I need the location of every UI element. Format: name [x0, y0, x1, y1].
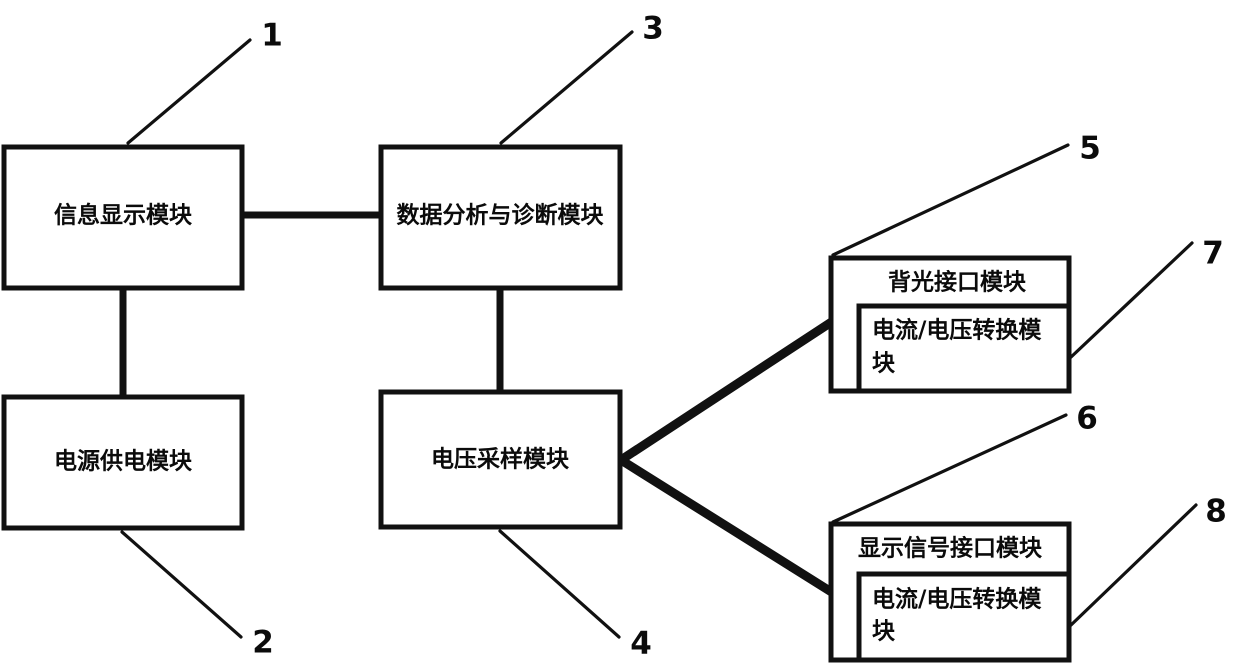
reference-number-6: 6 [1076, 401, 1098, 437]
block-6-label: 显示信号接口模块 [858, 535, 1042, 562]
leader-line-7 [1068, 241, 1194, 360]
leader-line-3 [499, 30, 634, 145]
reference-number-3: 3 [642, 11, 664, 47]
connector-sampling-to-display-signal [616, 455, 838, 598]
block-data-analysis-diagnosis-module[interactable]: 数据分析与诊断模块 [378, 144, 623, 291]
reference-numeral-layer: 1 3 5 7 2 4 6 8 [252, 11, 1227, 662]
block-4-outline[interactable] [378, 389, 623, 530]
block-1-outline[interactable] [1, 144, 245, 291]
block-8-label-line-2: 块 [872, 619, 895, 645]
block-5-label: 背光接口模块 [888, 270, 1026, 296]
block-3-outline[interactable] [378, 144, 623, 291]
reference-number-5: 5 [1079, 131, 1101, 167]
leader-line-layer [120, 30, 1198, 639]
block-1-label: 信息显示模块 [54, 202, 192, 229]
block-7-label-line-2: 块 [872, 351, 895, 377]
leader-line-1 [126, 38, 252, 145]
reference-number-8: 8 [1205, 494, 1227, 530]
block-voltage-sampling-module[interactable]: 电压采样模块 [378, 389, 623, 530]
connector-layer [119, 211, 838, 598]
leader-line-2 [120, 530, 243, 639]
connector-sampling-to-backlight [616, 316, 838, 465]
reference-number-7: 7 [1202, 236, 1224, 272]
block-information-display-module[interactable]: 信息显示模块 [1, 144, 245, 291]
block-3-label: 数据分析与诊断模块 [397, 202, 604, 229]
block-7-label-line-1: 电流/电压转换模 [872, 317, 1042, 344]
reference-number-4: 4 [630, 626, 652, 662]
block-backlight-current-voltage-conversion-module[interactable]: 电流/电压转换模 块 [856, 303, 1072, 394]
leader-line-4 [498, 529, 621, 639]
leader-line-6 [831, 413, 1068, 524]
block-4-label: 电压采样模块 [431, 446, 569, 473]
block-8-label-line-1: 电流/电压转换模 [872, 586, 1042, 613]
block-backlight-interface-module[interactable]: 背光接口模块 电流/电压转换模 块 [828, 255, 1072, 394]
leader-line-8 [1068, 503, 1198, 628]
block-display-signal-interface-module[interactable]: 显示信号接口模块 电流/电压转换模 块 [828, 521, 1072, 663]
block-2-label: 电源供电模块 [54, 448, 192, 475]
block-power-supply-module[interactable]: 电源供电模块 [1, 394, 245, 531]
leader-line-5 [831, 143, 1070, 257]
reference-number-2: 2 [252, 625, 274, 661]
block-display-signal-current-voltage-conversion-module[interactable]: 电流/电压转换模 块 [856, 571, 1072, 663]
block-2-outline[interactable] [1, 394, 245, 531]
reference-number-1: 1 [261, 18, 283, 54]
block-7-outline[interactable] [856, 303, 1072, 394]
block-8-outline[interactable] [856, 571, 1072, 663]
